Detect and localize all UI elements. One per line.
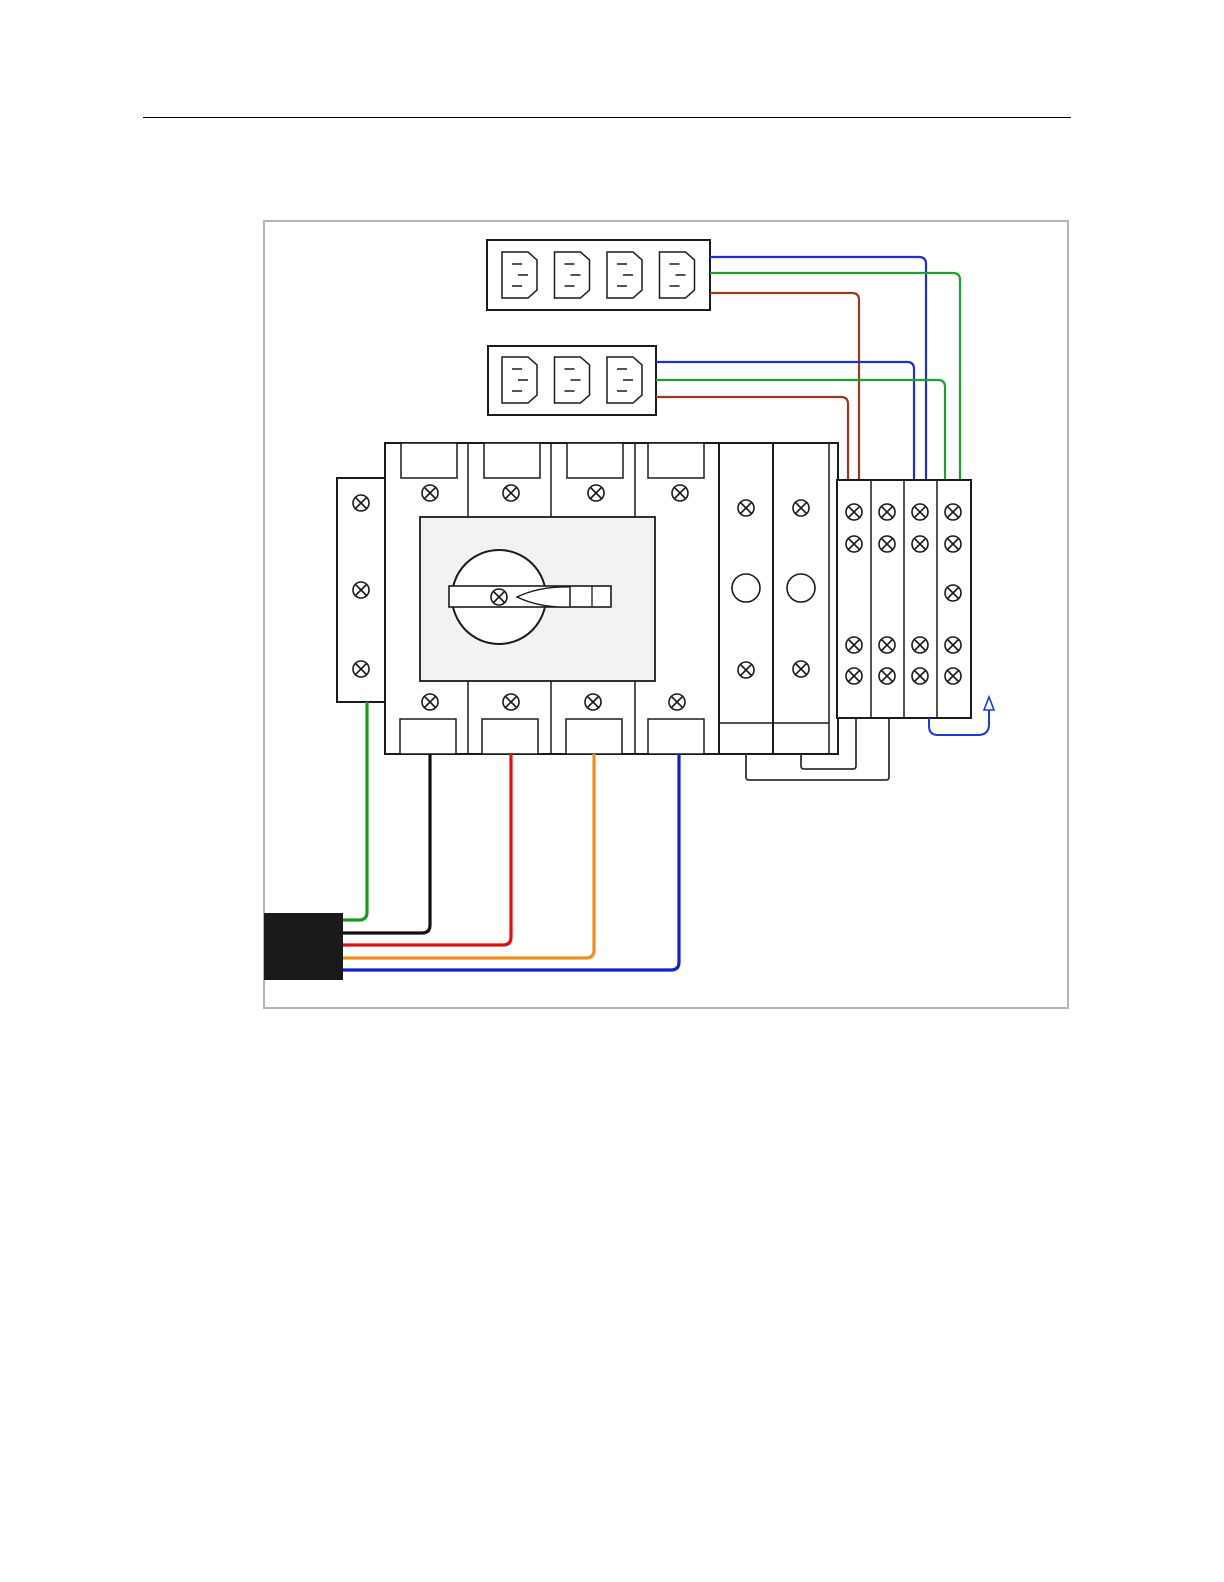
screw-terminal-icon bbox=[353, 661, 369, 677]
rotary-disconnect-switch bbox=[385, 443, 719, 754]
c13-receptacle-icon bbox=[502, 252, 537, 298]
screw-terminal-icon bbox=[353, 582, 369, 598]
screw-terminal-icon bbox=[912, 668, 928, 684]
rotary-handle-icon bbox=[449, 586, 611, 607]
c13-receptacle-icon bbox=[555, 357, 590, 403]
circuit-breaker-pair bbox=[719, 443, 838, 754]
wire-black bbox=[343, 754, 430, 933]
c13-receptacle-icon bbox=[607, 252, 642, 298]
c13-receptacle-icon bbox=[660, 252, 695, 298]
screw-terminal-icon bbox=[945, 585, 961, 601]
input-cable-block bbox=[264, 913, 343, 980]
screw-terminal-icon bbox=[879, 668, 895, 684]
screw-terminal-icon bbox=[879, 536, 895, 552]
screw-terminal-icon bbox=[879, 504, 895, 520]
wire-ground bbox=[343, 702, 367, 920]
screw-terminal-icon bbox=[912, 637, 928, 653]
screw-terminal-icon bbox=[846, 637, 862, 653]
screw-terminal-icon bbox=[846, 536, 862, 552]
c13-receptacle-icon bbox=[555, 252, 590, 298]
screw-terminal-icon bbox=[879, 637, 895, 653]
wire-orange bbox=[343, 754, 594, 958]
c13-receptacle-icon bbox=[502, 357, 537, 403]
screw-terminal-icon bbox=[353, 495, 369, 511]
c13-receptacle-icon bbox=[607, 357, 642, 403]
terminal-strip bbox=[837, 480, 971, 718]
screw-terminal-icon bbox=[945, 668, 961, 684]
screw-terminal-icon bbox=[945, 504, 961, 520]
ground-terminal-block bbox=[337, 478, 385, 702]
screw-terminal-icon bbox=[846, 668, 862, 684]
screw-terminal-icon bbox=[912, 504, 928, 520]
screw-terminal-icon bbox=[945, 536, 961, 552]
screw-terminal-icon bbox=[945, 637, 961, 653]
screw-terminal-icon bbox=[912, 536, 928, 552]
screw-terminal-icon bbox=[846, 504, 862, 520]
